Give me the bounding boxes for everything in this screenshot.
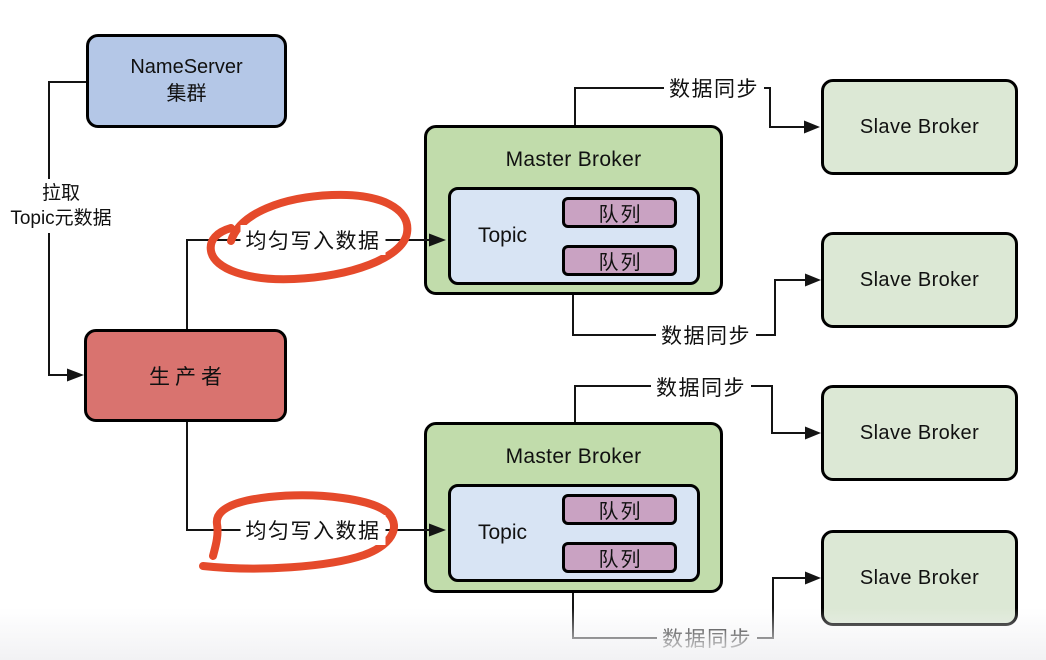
- connector-producer-master2: [186, 422, 430, 531]
- edge-label-sync-2: 数据同步: [656, 320, 756, 350]
- slave-broker-1: Slave Broker: [821, 79, 1018, 175]
- slave-broker-3: Slave Broker: [821, 385, 1018, 481]
- producer-node: 生产者: [84, 329, 287, 422]
- slave-broker-3-label: Slave Broker: [859, 421, 980, 444]
- slave-broker-2-label: Slave Broker: [859, 268, 980, 291]
- edge-label-sync-3: 数据同步: [651, 372, 751, 402]
- edge-label-pull-metadata: 拉取 Topic元数据: [8, 179, 114, 233]
- arrowhead-into-slave1: [804, 120, 820, 134]
- queue-box: 队列: [562, 493, 677, 525]
- arrowhead-into-slave4: [805, 571, 821, 585]
- edge-label-sync-4: 数据同步: [657, 623, 757, 653]
- slave-broker-2: Slave Broker: [821, 232, 1018, 328]
- topic-label: Topic: [478, 224, 528, 247]
- arrowhead-into-producer: [67, 368, 84, 382]
- edge-label-write-2: 均匀写入数据: [240, 515, 386, 545]
- queue-box: 队列: [562, 196, 677, 228]
- nameserver-node: NameServer 集群: [86, 34, 287, 128]
- producer-label: 生产者: [149, 365, 227, 389]
- master-broker-2: Master Broker Topic 队列 队列: [424, 422, 723, 593]
- queue-list: 队列 队列: [562, 196, 677, 276]
- edge-label-pull-line1: 拉取: [41, 183, 81, 204]
- nameserver-title: NameServer: [130, 56, 243, 78]
- topic-label: Topic: [478, 521, 528, 544]
- queue-box: 队列: [562, 541, 677, 573]
- queue-box: 队列: [562, 244, 677, 276]
- slave-broker-4: Slave Broker: [821, 530, 1018, 626]
- master-broker-1-topic: Topic 队列 队列: [448, 187, 700, 285]
- edge-label-sync-1: 数据同步: [664, 73, 764, 103]
- queue-list: 队列 队列: [562, 493, 677, 573]
- nameserver-subtitle: 集群: [166, 83, 207, 105]
- master-broker-1: Master Broker Topic 队列 队列: [424, 125, 723, 295]
- master-broker-2-title: Master Broker: [505, 445, 642, 468]
- slave-broker-1-label: Slave Broker: [859, 115, 980, 138]
- master-broker-2-topic: Topic 队列 队列: [448, 484, 700, 582]
- arrowhead-into-slave2: [805, 273, 821, 287]
- master-broker-1-title: Master Broker: [505, 148, 642, 171]
- arrowhead-into-slave3: [805, 426, 821, 440]
- edge-label-write-1: 均匀写入数据: [240, 225, 386, 255]
- edge-label-pull-line2: Topic元数据: [10, 208, 112, 229]
- slave-broker-4-label: Slave Broker: [859, 566, 980, 589]
